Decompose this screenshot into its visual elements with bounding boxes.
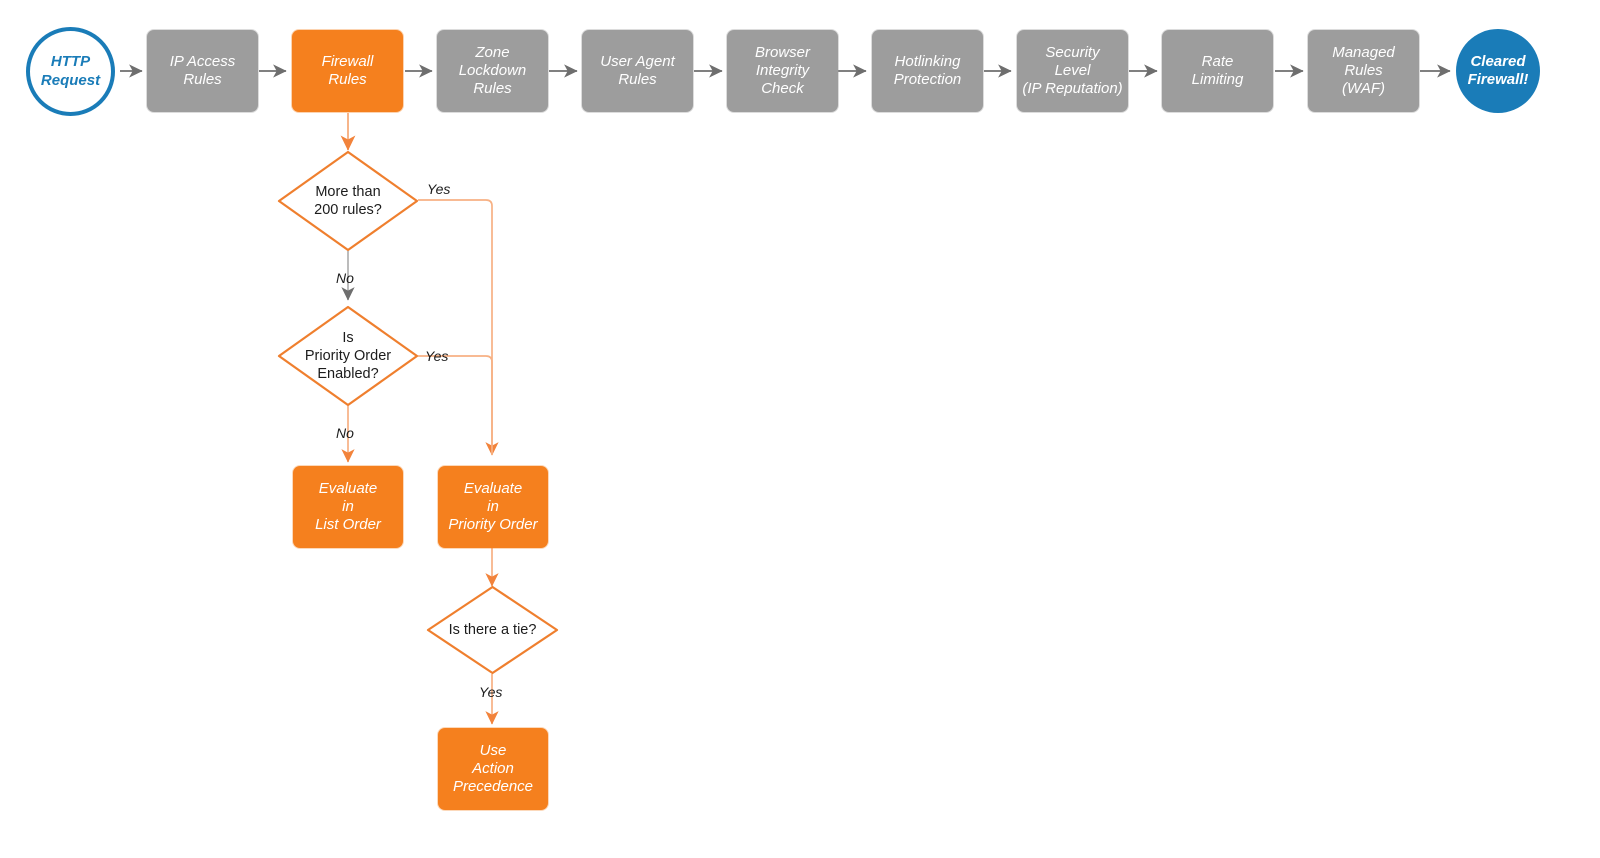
- pipeline-step-label: Browser Integrity Check: [754, 43, 810, 98]
- pipeline-step-managed-rules-waf[interactable]: Managed Rules (WAF): [1308, 30, 1419, 112]
- outcome-label: Use Action Precedence: [452, 741, 534, 796]
- start-node-http-request[interactable]: HTTP Request: [26, 27, 115, 116]
- pipeline-step-label: Security Level (IP Reputation): [1022, 43, 1123, 98]
- pipeline-step-security-level[interactable]: Security Level (IP Reputation): [1017, 30, 1128, 112]
- pipeline-step-browser-integrity-check[interactable]: Browser Integrity Check: [727, 30, 838, 112]
- pipeline-step-zone-lockdown-rules[interactable]: Zone Lockdown Rules: [437, 30, 548, 112]
- pipeline-step-label: Firewall Rules: [321, 52, 374, 88]
- end-node-label: Cleared Firewall!: [1467, 52, 1529, 88]
- edge-label-yes-200-rules: Yes: [427, 181, 451, 197]
- pipeline-step-label: Zone Lockdown Rules: [458, 43, 527, 98]
- outcome-label: Evaluate in List Order: [315, 479, 381, 534]
- diamond-shape: [277, 150, 419, 252]
- outcome-evaluate-in-list-order[interactable]: Evaluate in List Order: [293, 466, 403, 548]
- pipeline-step-ip-access-rules[interactable]: IP Access Rules: [147, 30, 258, 112]
- pipeline-step-hotlinking-protection[interactable]: Hotlinking Protection: [872, 30, 983, 112]
- edge-label-no-200-rules: No: [336, 270, 354, 286]
- edge-label-yes-priority-order: Yes: [425, 348, 449, 364]
- pipeline-step-firewall-rules[interactable]: Firewall Rules: [292, 30, 403, 112]
- pipeline-step-label: Managed Rules (WAF): [1332, 43, 1395, 98]
- pipeline-step-label: User Agent Rules: [600, 52, 675, 88]
- diamond-shape: [277, 305, 419, 407]
- edge-label-yes-tie: Yes: [479, 684, 503, 700]
- decision-label: More than 200 rules?: [314, 183, 382, 218]
- outcome-evaluate-in-priority-order[interactable]: Evaluate in Priority Order: [438, 466, 548, 548]
- pipeline-step-label: Rate Limiting: [1191, 52, 1244, 88]
- diamond-shape: [426, 585, 559, 675]
- edge-label-no-priority-order: No: [336, 425, 354, 441]
- start-node-label: HTTP Request: [40, 53, 101, 89]
- outcome-label: Evaluate in Priority Order: [448, 479, 538, 534]
- decision-is-there-a-tie[interactable]: Is there a tie?: [426, 585, 559, 675]
- pipeline-step-user-agent-rules[interactable]: User Agent Rules: [582, 30, 693, 112]
- outcome-use-action-precedence[interactable]: Use Action Precedence: [438, 728, 548, 810]
- decision-more-than-200-rules[interactable]: More than 200 rules?: [277, 150, 419, 252]
- end-node-cleared-firewall[interactable]: Cleared Firewall!: [1456, 29, 1540, 113]
- pipeline-step-rate-limiting[interactable]: Rate Limiting: [1162, 30, 1273, 112]
- decision-label: Is Priority Order Enabled?: [304, 329, 392, 383]
- pipeline-step-label: Hotlinking Protection: [893, 52, 962, 88]
- decision-is-priority-order-enabled[interactable]: Is Priority Order Enabled?: [277, 305, 419, 407]
- pipeline-step-label: IP Access Rules: [169, 52, 236, 88]
- decision-label: Is there a tie?: [448, 621, 537, 638]
